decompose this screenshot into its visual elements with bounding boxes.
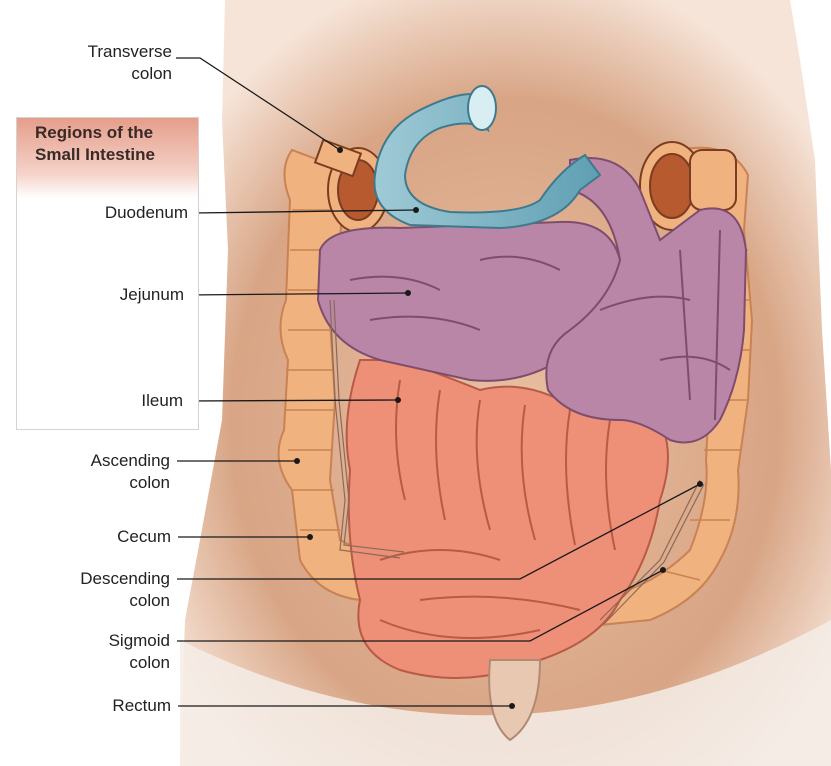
label-sigmoid-colon: Sigmoid colon [109, 630, 170, 674]
label-ascending-colon: Ascending colon [91, 450, 170, 494]
label-rectum: Rectum [112, 695, 171, 717]
label-descending-colon-line1: Descending [80, 568, 170, 590]
label-jejunum: Jejunum [120, 284, 184, 306]
label-descending-colon: Descending colon [80, 568, 170, 612]
regions-legend-title: Regions of the Small Intestine [35, 122, 155, 166]
label-cecum: Cecum [117, 526, 171, 548]
label-transverse-colon-line1: Transverse [88, 41, 172, 63]
label-transverse-colon-line2: colon [88, 63, 172, 85]
label-duodenum: Duodenum [105, 202, 188, 224]
label-ascending-colon-line2: colon [91, 472, 170, 494]
regions-title-line2: Small Intestine [35, 144, 155, 166]
label-descending-colon-line2: colon [80, 590, 170, 612]
regions-legend-box: Regions of the Small Intestine [16, 117, 199, 430]
regions-title-line1: Regions of the [35, 122, 155, 144]
label-sigmoid-colon-line2: colon [109, 652, 170, 674]
label-transverse-colon: Transverse colon [88, 41, 172, 85]
label-ascending-colon-line1: Ascending [91, 450, 170, 472]
label-sigmoid-colon-line1: Sigmoid [109, 630, 170, 652]
label-ileum: Ileum [141, 390, 183, 412]
